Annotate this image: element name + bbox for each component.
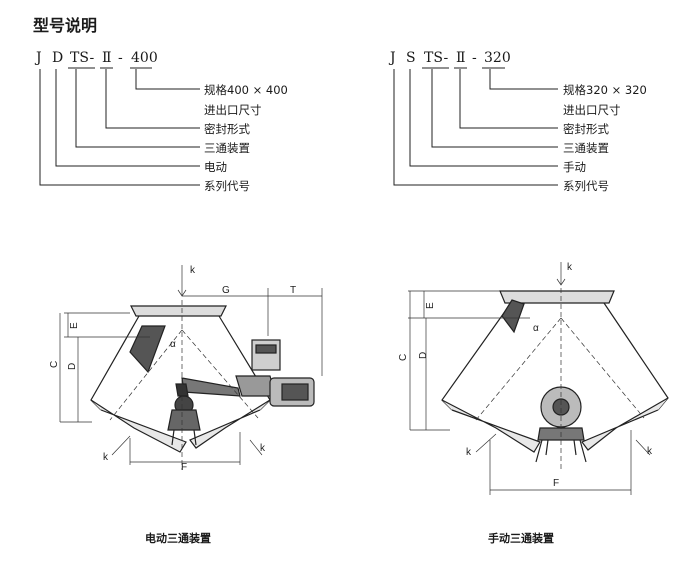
dim-k-top: k xyxy=(567,262,573,273)
dim-f: F xyxy=(553,478,559,489)
body-left xyxy=(90,315,140,411)
left-outlet xyxy=(441,399,541,453)
dim-c: C xyxy=(398,354,409,361)
leader-seal xyxy=(459,69,558,129)
body-left xyxy=(441,302,512,411)
leader-series xyxy=(39,69,200,186)
dim-t: T xyxy=(290,285,296,296)
code-size: 320 xyxy=(484,50,511,66)
dim-alpha: α xyxy=(170,339,176,350)
desc-seal-type: 密封形式 xyxy=(204,122,250,136)
dim-d: D xyxy=(418,352,429,359)
code-drive: D xyxy=(52,50,64,66)
flap xyxy=(129,325,166,374)
desc-port-size: 进出口尺寸 xyxy=(563,103,621,117)
caption-electric: 电动三通装置 xyxy=(145,532,211,545)
dim-k-top: k xyxy=(190,265,196,276)
code-dash: - xyxy=(472,50,477,66)
body-right xyxy=(603,302,669,411)
leader-series xyxy=(393,69,558,186)
page-title: 型号说明 xyxy=(33,16,98,35)
code-seal: Ⅱ xyxy=(456,50,466,66)
code-dash: - xyxy=(118,50,123,66)
desc-drive: 电动 xyxy=(204,160,227,174)
desc-drive: 手动 xyxy=(563,160,586,174)
flap xyxy=(501,299,525,334)
dim-e: E xyxy=(425,302,436,309)
code-drive: S xyxy=(406,50,416,66)
dim-f: F xyxy=(181,462,187,473)
right-outlet xyxy=(581,397,669,451)
dim-k-right: k xyxy=(260,443,266,454)
desc-spec: 规格320 × 320 xyxy=(563,83,647,97)
leader-size xyxy=(489,69,558,90)
desc-device: 三通装置 xyxy=(563,141,609,155)
left-outlet xyxy=(90,399,187,453)
manual-tee-diagram xyxy=(441,290,669,463)
code-seal: Ⅱ xyxy=(102,50,112,66)
leader-drive xyxy=(55,69,200,167)
desc-device: 三通装置 xyxy=(204,141,250,155)
caption-manual: 手动三通装置 xyxy=(488,532,554,545)
code-series: J xyxy=(36,50,42,66)
dim-k-left: k xyxy=(466,447,472,458)
dim-k-left: k xyxy=(103,452,109,463)
desc-spec: 规格400 × 400 xyxy=(204,83,288,97)
right-outlet xyxy=(189,399,271,449)
code-device: TS- xyxy=(70,50,95,66)
code-series: J xyxy=(390,50,396,66)
dim-d: D xyxy=(67,363,78,370)
desc-series: 系列代号 xyxy=(204,179,250,193)
desc-port-size: 进出口尺寸 xyxy=(204,103,262,117)
dim-e: E xyxy=(69,322,80,329)
electric-tee-diagram xyxy=(90,305,315,453)
top-flange xyxy=(499,290,615,304)
leader-device xyxy=(431,69,558,148)
leader-device xyxy=(75,69,200,148)
leader-seal xyxy=(105,69,200,129)
top-flange xyxy=(130,305,227,317)
dim-alpha: α xyxy=(533,323,539,334)
code-size: 400 xyxy=(131,50,158,66)
leader-drive xyxy=(409,69,558,167)
code-device: TS- xyxy=(424,50,449,66)
desc-series: 系列代号 xyxy=(563,179,609,193)
dim-k-right: k xyxy=(647,446,653,457)
leader-size xyxy=(135,69,200,90)
desc-seal-type: 密封形式 xyxy=(563,122,609,136)
dim-g: G xyxy=(222,285,230,296)
dim-c: C xyxy=(49,361,60,368)
